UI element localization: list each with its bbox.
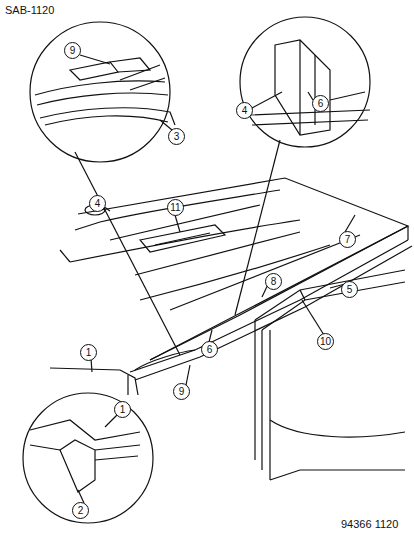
callout-number: 4: [236, 102, 253, 119]
callout-number: 6: [201, 341, 218, 358]
drawing-code: SAB-1120: [4, 4, 55, 16]
callout-number: 5: [341, 281, 358, 298]
callout-number: 2: [72, 502, 89, 519]
callout-number: 7: [339, 231, 356, 248]
drawing-code: 94366 1120: [340, 518, 399, 530]
callout-number: 10: [317, 333, 334, 350]
callout-number: 9: [173, 383, 190, 400]
callout-number: 4: [89, 195, 106, 212]
callout-number: 6: [312, 95, 329, 112]
callout-number: 1: [114, 401, 131, 418]
callout-number: 3: [168, 128, 185, 145]
callout-number: 8: [265, 273, 282, 290]
callout-number: 11: [167, 199, 184, 216]
callout-number: 9: [64, 42, 81, 59]
callout-number: 1: [80, 344, 97, 361]
